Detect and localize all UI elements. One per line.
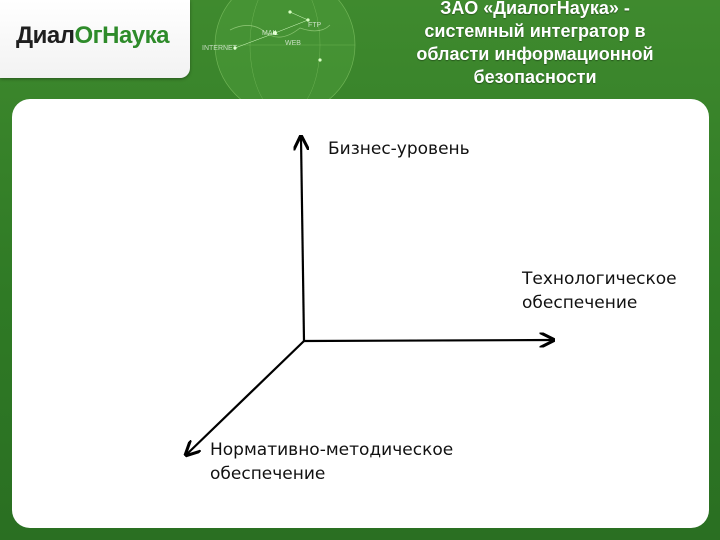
content-panel bbox=[12, 99, 709, 528]
label-line: Технологическое bbox=[522, 269, 677, 289]
axes-diagram bbox=[12, 99, 709, 528]
globe-word-web: WEB bbox=[285, 40, 301, 47]
label-line: обеспечение bbox=[522, 293, 638, 313]
logo-panel: ДиалОгНаука bbox=[0, 0, 190, 78]
label-business-level: Бизнес-уровень bbox=[328, 137, 470, 161]
title-line: области информационной bbox=[416, 44, 654, 64]
label-line: Бизнес-уровень bbox=[328, 139, 470, 159]
label-technological-support: Технологическое обеспечение bbox=[522, 267, 677, 315]
globe-word-mail: MAIL bbox=[262, 30, 279, 37]
globe-decoration: INTERNET MAIL WEB FTP bbox=[190, 0, 370, 100]
axis-diagonal bbox=[187, 340, 305, 454]
axis-vertical bbox=[301, 138, 304, 342]
page-title: ЗАО «ДиалогНаука» - системный интегратор… bbox=[350, 0, 720, 89]
title-line: системный интегратор в bbox=[424, 21, 646, 41]
title-line: ЗАО «ДиалогНаука» - bbox=[440, 0, 630, 18]
globe-icon bbox=[214, 0, 356, 100]
globe-word-internet: INTERNET bbox=[202, 45, 237, 52]
header: ДиалОгНаука INTERNET MAIL WEB FTP ЗАО «Д… bbox=[0, 0, 720, 100]
logo-part-dialog: Диал bbox=[16, 22, 75, 49]
label-line: Нормативно-методическое bbox=[210, 440, 454, 460]
label-regulatory-support: Нормативно-методическое обеспечение bbox=[210, 438, 453, 486]
company-logo[interactable]: ДиалОгНаука bbox=[16, 22, 170, 50]
label-line: обеспечение bbox=[210, 464, 326, 484]
globe-word-ftp: FTP bbox=[308, 22, 322, 29]
axis-horizontal bbox=[303, 340, 552, 341]
title-line: безопасности bbox=[473, 67, 597, 87]
logo-part-nauka: ОгНаука bbox=[74, 22, 170, 49]
